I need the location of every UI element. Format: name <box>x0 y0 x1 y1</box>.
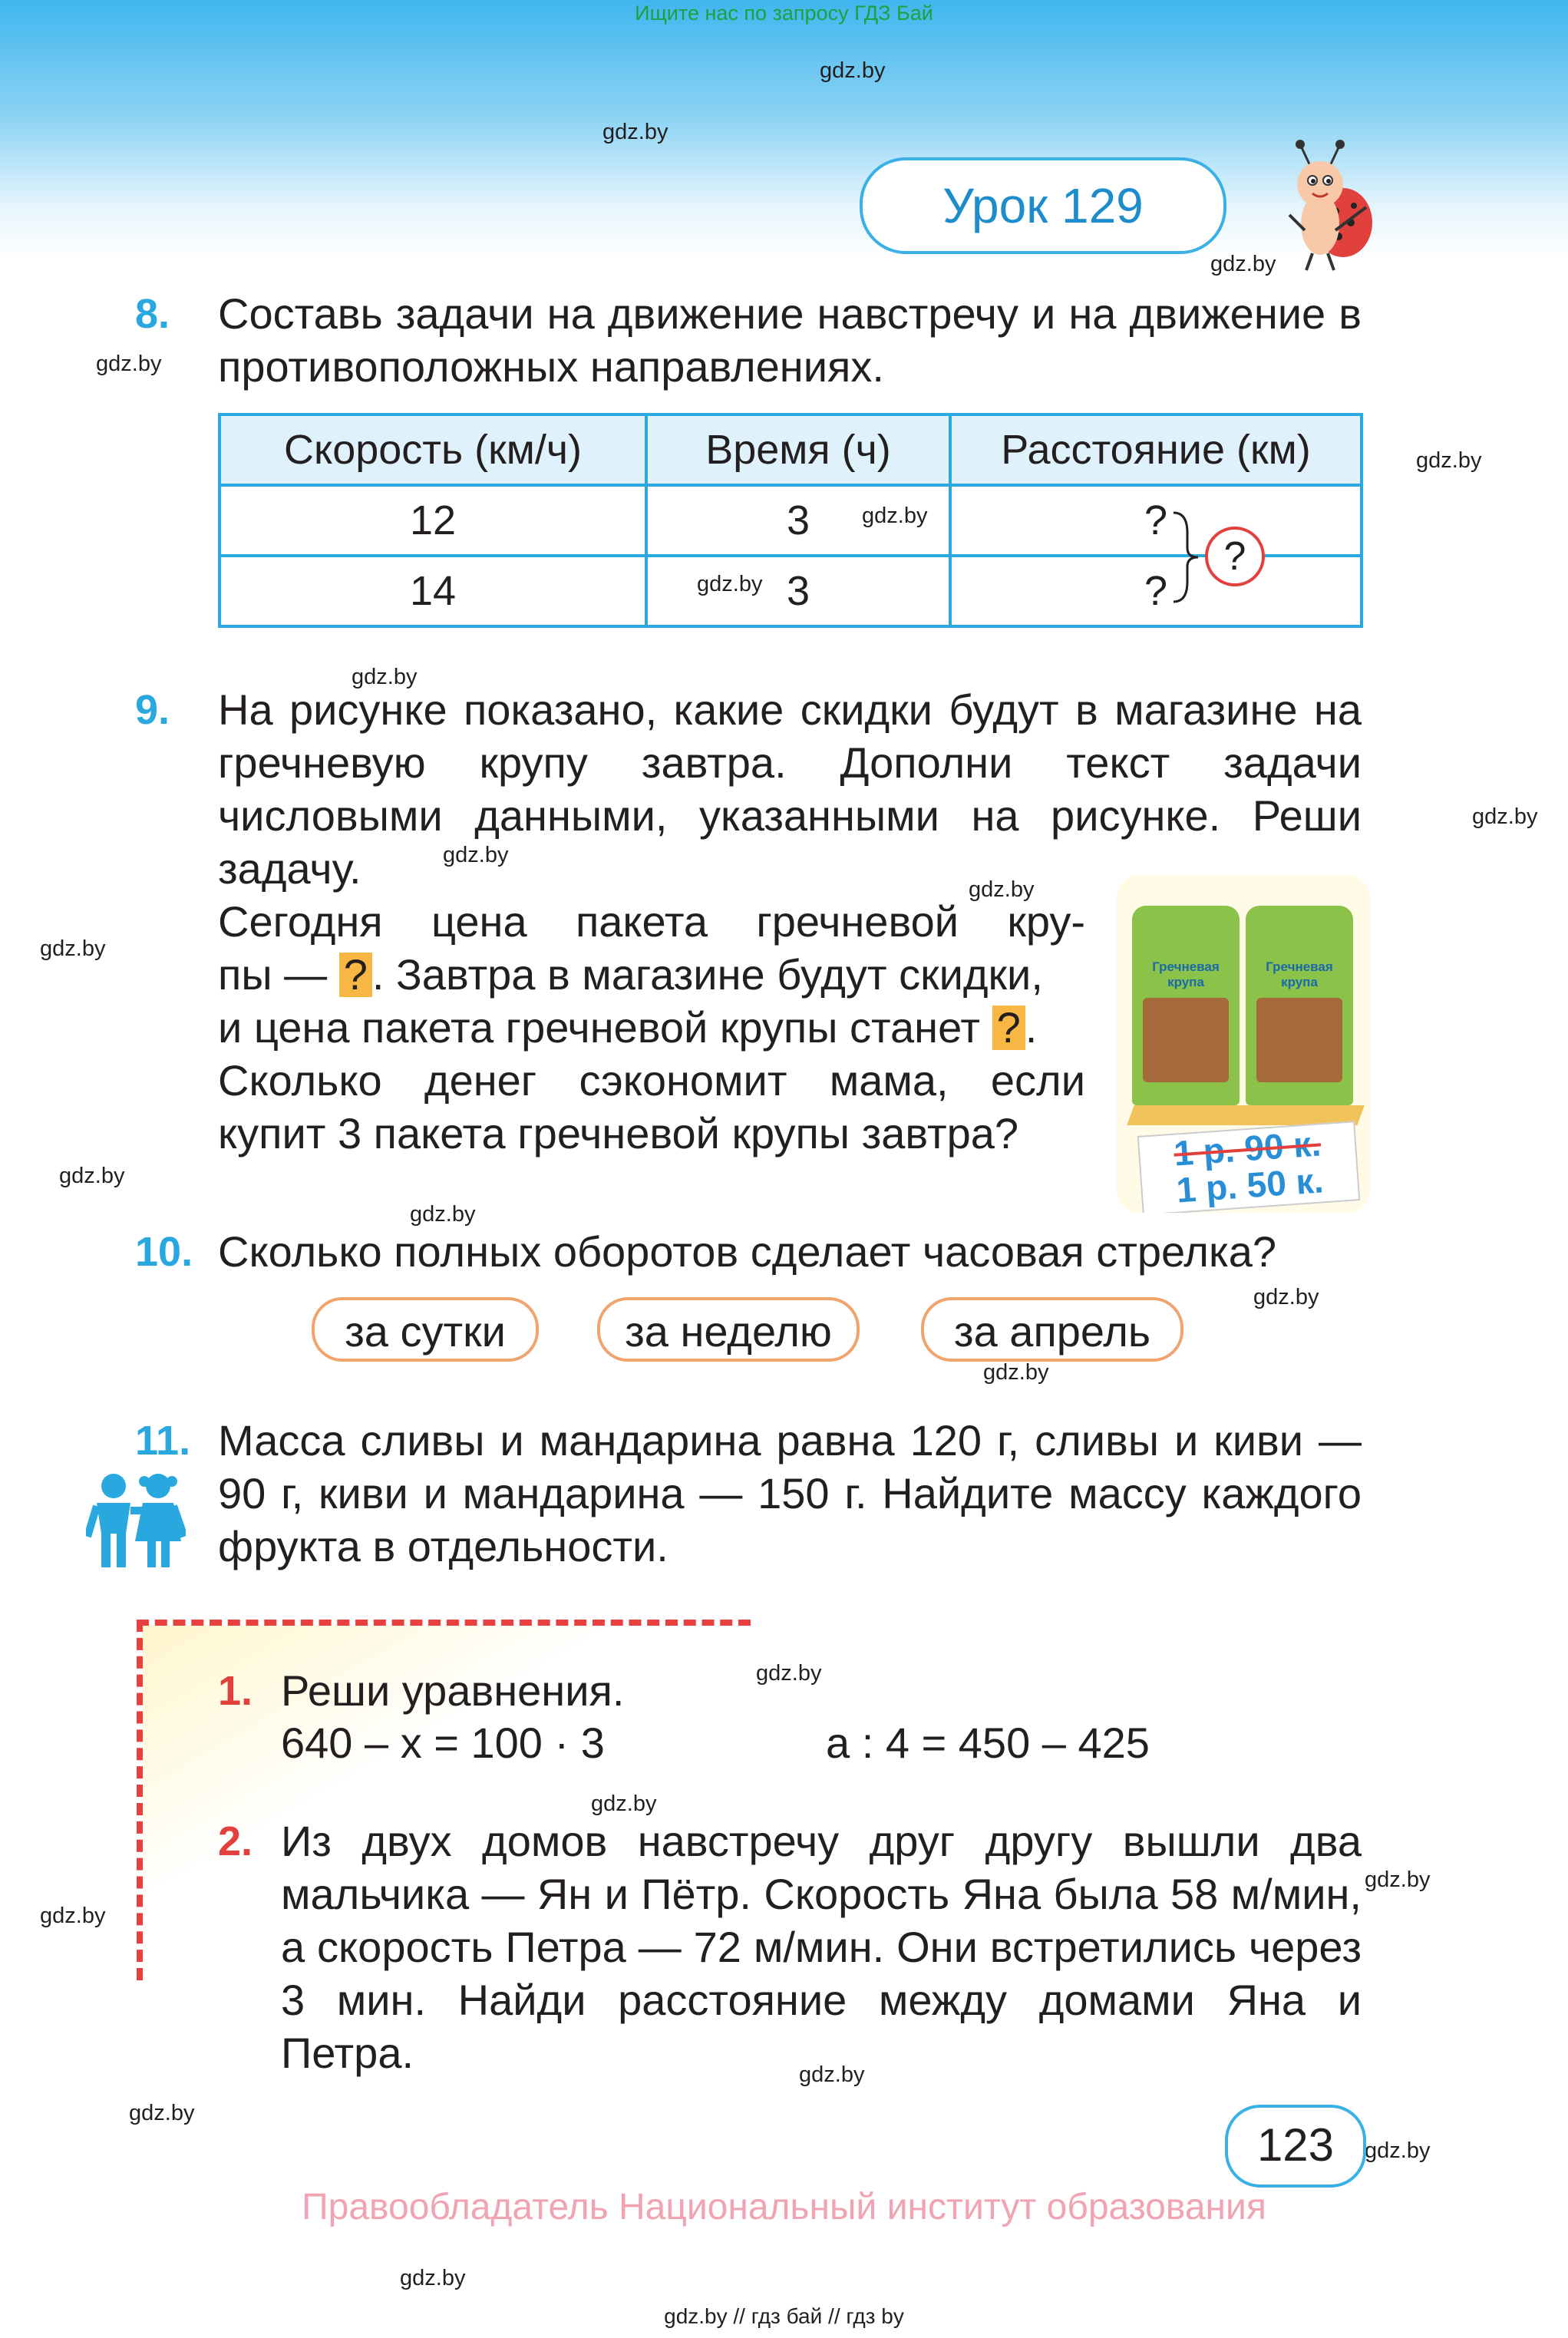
table-cell: 12 <box>218 484 648 557</box>
watermark: gdz.by <box>1365 1867 1431 1892</box>
watermark: gdz.by <box>410 1202 476 1227</box>
task-9-line-3a: и цена пакета гречневой крупы станет <box>218 1003 981 1052</box>
copyright-footer: Правообладатель Национальный институт об… <box>302 2187 1266 2227</box>
bag-label: Гречневая крупа <box>1266 959 1333 989</box>
watermark: gdz.by <box>969 877 1035 902</box>
page-number: 123 <box>1225 2105 1366 2188</box>
task-9-line-2b: . Завтра в магазине будут скидки, <box>371 950 1043 999</box>
table-cell: 14 <box>218 554 648 628</box>
review-2-number: 2. <box>218 1818 253 1864</box>
equation-1: 640 – x = 100 · 3 <box>281 1719 605 1767</box>
task-9-intro: На рисунке показано, какие скидки будут … <box>218 685 1362 893</box>
watermark: gdz.by <box>96 352 162 376</box>
watermark: gdz.by <box>820 58 886 83</box>
price-tomorrow-box: ? <box>992 1006 1025 1050</box>
watermark: gdz.by <box>59 1164 125 1188</box>
watermark: gdz.by <box>443 843 509 867</box>
task-11-text: Масса сливы и мандарина равна 120 г, сли… <box>218 1416 1362 1570</box>
watermark: gdz.by <box>799 2062 865 2087</box>
option-week: за неделю <box>597 1297 860 1362</box>
task-9-line-2a: пы — <box>218 950 328 999</box>
watermark: gdz.by <box>1210 252 1276 276</box>
top-note: Ищите нас по запросу ГДЗ Бай <box>635 2 933 25</box>
lesson-title: Урок 129 <box>860 157 1226 254</box>
bracket-question: ? <box>1205 527 1265 586</box>
task-10-number: 10. <box>135 1229 193 1275</box>
watermark: gdz.by <box>1416 448 1482 473</box>
price-today-box: ? <box>338 953 372 997</box>
watermark: gdz.by <box>1365 2138 1431 2163</box>
review-1-number: 1. <box>218 1668 253 1714</box>
task-8-text: Составь задачи на движение навстречу и н… <box>218 289 1362 391</box>
task-9-line-4: Сколько денег сэкономит мама, если <box>218 1056 1085 1105</box>
task-9-number: 9. <box>135 687 170 733</box>
task-9-line-3: и цена пакета гречневой крупы станет ?. <box>218 1001 1085 1054</box>
speed-table: Скорость (км/ч) Время (ч) Расстояние (км… <box>218 413 1363 628</box>
watermark: gdz.by <box>40 936 106 961</box>
bottom-links: gdz.by // гдз бай // гдз by <box>664 2304 904 2328</box>
watermark: gdz.by <box>983 1360 1049 1385</box>
review-2-text: Из двух домов навстречу друг другу вышли… <box>281 1817 1362 2077</box>
task-10-text: Сколько полных оборотов сделает часовая … <box>218 1227 1276 1276</box>
task-8-number: 8. <box>135 291 170 337</box>
ladybug-icon <box>1288 140 1372 271</box>
watermark: gdz.by <box>1253 1285 1319 1309</box>
buckwheat-bag: Гречневая крупа <box>1132 906 1240 1105</box>
table-header: Время (ч) <box>645 413 952 487</box>
watermark: gdz.by <box>1472 804 1538 829</box>
price-tag: 1 р. 90 к. 1 р. 50 к. <box>1137 1121 1361 1213</box>
pair-work-icon <box>86 1474 186 1567</box>
table-cell: 3 <box>645 484 952 557</box>
buckwheat-bag: Гречневая крупа <box>1246 906 1353 1105</box>
table-header: Расстояние (км) <box>949 413 1363 487</box>
task-11-number: 11. <box>135 1418 191 1464</box>
equation-2: a : 4 = 450 – 425 <box>826 1719 1150 1767</box>
table-cell: 3 <box>645 554 952 628</box>
table-header: Скорость (км/ч) <box>218 413 648 487</box>
bag-window <box>1143 998 1229 1082</box>
task-9-line-1: Сегодня цена пакета гречневой кру- <box>218 897 1085 946</box>
watermark: gdz.by <box>129 2101 195 2125</box>
task-9-line-2: пы — ?. Завтра в магазине будут скидки, <box>218 948 1085 1001</box>
bag-window <box>1256 998 1342 1082</box>
review-frame-shade <box>143 1626 834 2025</box>
review-frame-top <box>137 1620 751 1626</box>
option-day: за сутки <box>312 1297 539 1362</box>
table-cell: ? <box>949 484 1363 557</box>
watermark: gdz.by <box>352 665 418 689</box>
buckwheat-illustration: Гречневая крупа Гречневая крупа 1 р. 90 … <box>1117 875 1370 1213</box>
watermark: gdz.by <box>602 120 668 144</box>
watermark: gdz.by <box>400 2266 466 2290</box>
review-1-text: Реши уравнения. <box>281 1666 625 1715</box>
bag-label: Гречневая крупа <box>1152 959 1220 989</box>
task-9-line-5: купит 3 пакета гречневой крупы завтра? <box>218 1109 1019 1157</box>
option-april: за апрель <box>921 1297 1183 1362</box>
table-row: 12 3 ? <box>218 484 1363 557</box>
curly-brace-icon <box>1173 511 1199 603</box>
watermark: gdz.by <box>40 1904 106 1928</box>
table-row: 14 3 ? <box>218 554 1363 628</box>
table-cell: ? <box>949 554 1363 628</box>
review-frame-left <box>137 1620 143 1980</box>
task-9-line-3b: . <box>1025 1003 1038 1052</box>
